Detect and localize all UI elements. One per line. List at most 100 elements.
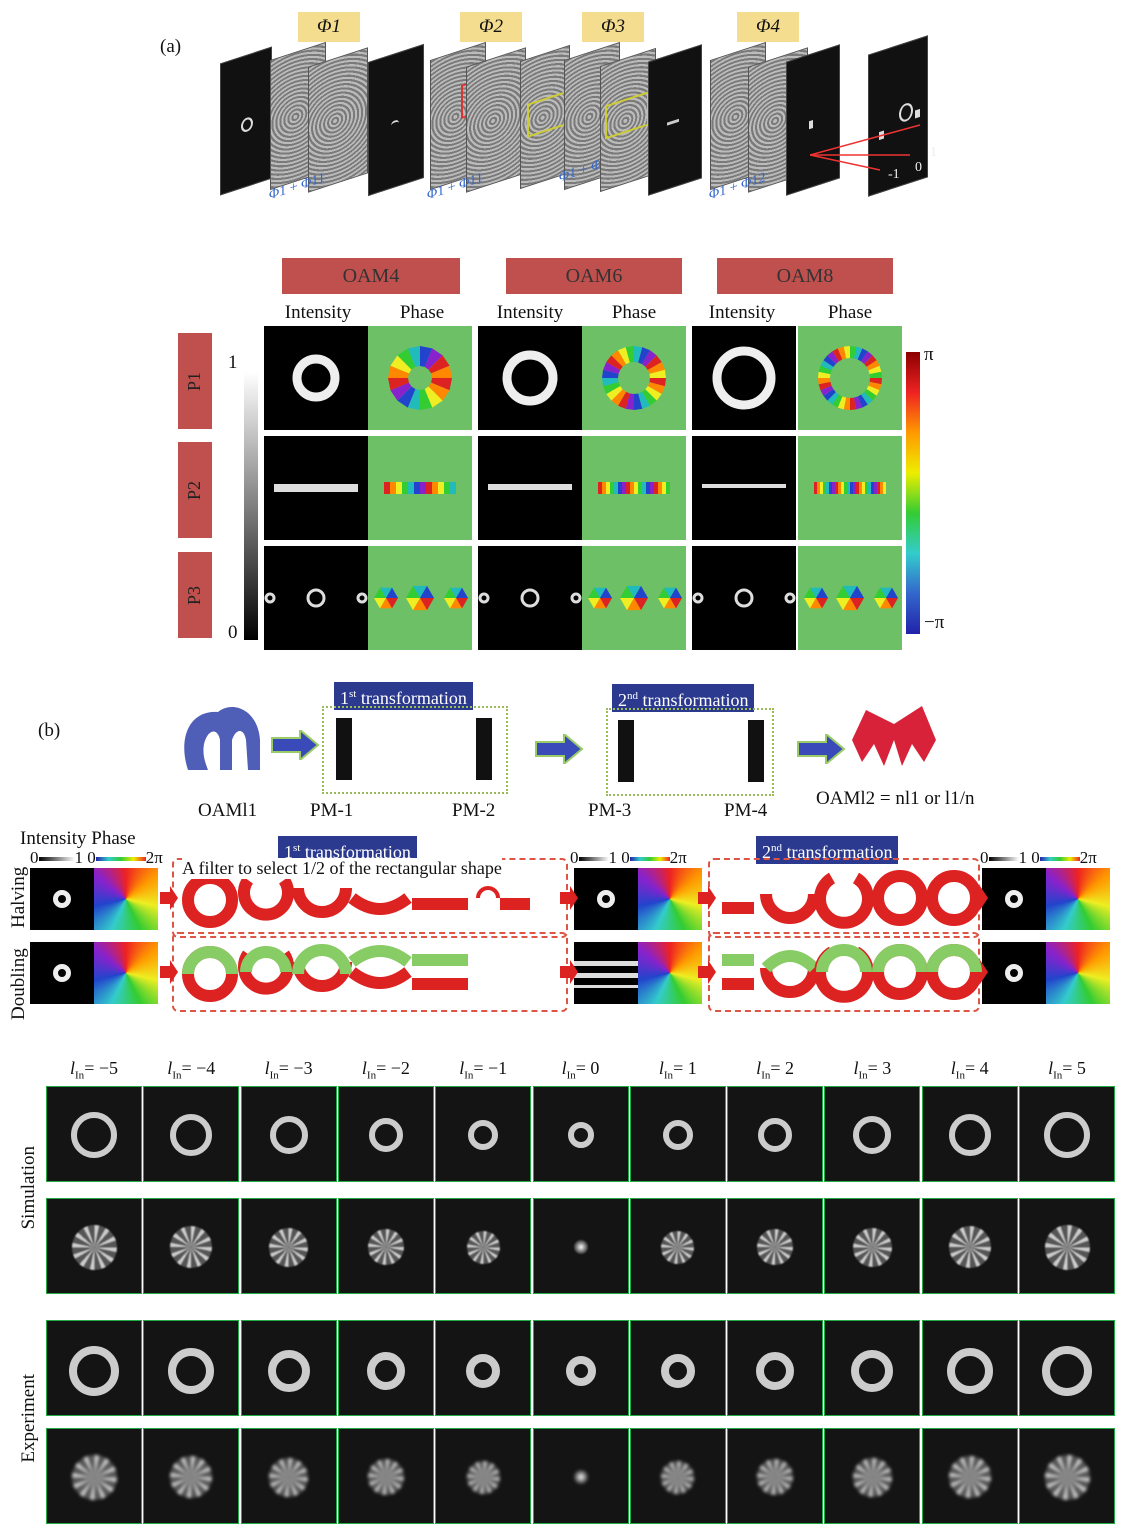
doubling-shape-sequence — [160, 944, 988, 1003]
input-plane — [220, 46, 272, 196]
halving-middle-phase — [638, 868, 702, 930]
phase-cell-r1-c3 — [798, 326, 902, 430]
experiment-cell-r2-6 — [629, 1428, 726, 1524]
oam-title-6: OAM6 — [506, 258, 682, 294]
phase-cell-r2-c2 — [582, 436, 686, 540]
halving-input-intensity — [30, 868, 94, 930]
l-in-header-1: lIn= −4 — [167, 1058, 216, 1082]
intensity-cell-r3-c1 — [264, 546, 368, 650]
output-plane-1 — [368, 43, 424, 197]
l-in-header-7: lIn= 2 — [756, 1058, 795, 1082]
row-name-doubling: Doubling — [8, 948, 29, 1020]
halving-doubling-rows: A filter to select 1/2 of the rectangula… — [30, 856, 1120, 1024]
intensity-cell-r3-c2 — [478, 546, 582, 650]
simulation-cell-r1-4 — [435, 1086, 532, 1182]
phase-cell-r2-c1 — [368, 436, 472, 540]
simulation-cell-r2-0 — [46, 1198, 142, 1294]
col-title-phase-3: Phase — [827, 302, 873, 323]
order-label-1: 1 — [930, 145, 937, 160]
pm3-label: PM-3 — [588, 800, 632, 821]
simulation-cell-r1-0 — [46, 1086, 142, 1182]
gray-bar-bottom: 0 — [228, 622, 238, 643]
simulation-experiment-grid — [46, 1086, 1116, 1524]
filter-note: A filter to select 1/2 of the rectangula… — [182, 858, 502, 879]
col-title-intensity-3: Intensity — [708, 302, 776, 323]
simulation-cell-r1-6 — [629, 1086, 726, 1182]
l-in-header-9: lIn= 4 — [950, 1058, 989, 1082]
arrow-icon-2 — [535, 734, 584, 764]
simulation-cell-r2-7 — [727, 1198, 824, 1294]
l-in-header-3: lIn= −2 — [361, 1058, 410, 1082]
row-label-p2: P2 — [178, 442, 212, 538]
oam-title-8: OAM8 — [717, 258, 893, 294]
transform2-title-top: 2nd transformation — [612, 684, 755, 712]
simulation-cell-r2-10 — [1019, 1198, 1115, 1294]
l-in-header-6: lIn= 1 — [658, 1058, 697, 1082]
experiment-cell-r1-10 — [1019, 1320, 1115, 1416]
simulation-cell-r1-1 — [143, 1086, 240, 1182]
simulation-cell-r2-2 — [240, 1198, 337, 1294]
col-title-intensity-1: Intensity — [284, 302, 352, 323]
col-title-phase-1: Phase — [399, 302, 445, 323]
intensity-phase-header: Intensity Phase — [20, 828, 136, 849]
pm1-label: PM-1 — [310, 800, 354, 821]
row-label-p3: P3 — [178, 552, 212, 638]
simulation-cell-r1-8 — [824, 1086, 921, 1182]
experiment-cell-r1-5 — [532, 1320, 629, 1416]
l-in-header-2: lIn= −3 — [264, 1058, 313, 1082]
l-in-header-5: lIn= 0 — [561, 1058, 600, 1082]
experiment-cell-r2-8 — [824, 1428, 921, 1524]
diffraction-arrows — [810, 124, 921, 171]
doubling-middle-phase — [638, 942, 702, 1004]
row-name-halving: Halving — [8, 866, 29, 928]
simulation-cell-r2-9 — [921, 1198, 1018, 1294]
simulation-cell-r2-6 — [629, 1198, 726, 1294]
phase-cell-r3-c2 — [582, 546, 686, 650]
simulation-cell-r2-3 — [337, 1198, 434, 1294]
intensity-phase-grid — [264, 326, 908, 650]
pm4-label: PM-4 — [724, 800, 768, 821]
l-in-header-4: lIn= −1 — [459, 1058, 508, 1082]
hologram-plane-2c — [520, 44, 570, 190]
arrow-icon-3 — [797, 734, 846, 764]
gray-bar-top: 1 — [228, 352, 238, 373]
pm2-label: PM-2 — [452, 800, 496, 821]
experiment-cell-r1-1 — [143, 1320, 240, 1416]
intensity-colorbar — [244, 372, 258, 640]
intensity-cell-r3-c3 — [692, 546, 796, 650]
experiment-cell-r2-3 — [337, 1428, 434, 1524]
experiment-cell-r2-5 — [532, 1428, 629, 1524]
doubling-output-phase — [1046, 942, 1110, 1004]
experiment-cell-r2-7 — [727, 1428, 824, 1524]
oam-in-label: OAMl1 — [198, 800, 258, 821]
halving-middle-intensity — [574, 868, 638, 930]
simulation-cell-r1-10 — [1019, 1086, 1115, 1182]
pm3-plate — [618, 720, 634, 782]
input-oam-beam-icon — [184, 707, 260, 770]
intensity-cell-r2-c3 — [692, 436, 796, 540]
experiment-cell-r1-6 — [629, 1320, 726, 1416]
transform1-box — [322, 706, 508, 794]
transform1-title-top: 1st transformation — [334, 682, 473, 710]
doubling-input-intensity — [30, 942, 94, 1004]
plane-sequence: Φ1 + Φ11 Φ1 + Φ11 Φ1 + Φ12 Φ1 + Φ12 -1 0… — [220, 35, 980, 203]
simulation-cell-r2-5 — [532, 1198, 629, 1294]
order-label-minus1: -1 — [888, 167, 900, 182]
output-plane-3 — [648, 44, 702, 196]
hologram-plane-1b: Φ1 + Φ11 — [269, 47, 368, 203]
l-in-header-0: lIn= −5 — [70, 1058, 118, 1082]
experiment-cell-r1-3 — [337, 1320, 434, 1416]
pm1-plate — [336, 718, 352, 780]
hologram-plane-2b: Φ1 + Φ11 — [427, 47, 526, 203]
l-in-header-10: lIn= 5 — [1048, 1058, 1086, 1082]
experiment-cell-r2-9 — [921, 1428, 1018, 1524]
simulation-cell-r1-9 — [921, 1086, 1018, 1182]
experiment-cell-r1-8 — [824, 1320, 921, 1416]
phase-label-1: Φ1 — [298, 12, 360, 42]
order-label-0: 0 — [915, 160, 922, 175]
part-b-label: (b) — [38, 720, 61, 741]
color-bar-top: π — [924, 344, 934, 365]
doubling-output-intensity — [982, 942, 1046, 1004]
